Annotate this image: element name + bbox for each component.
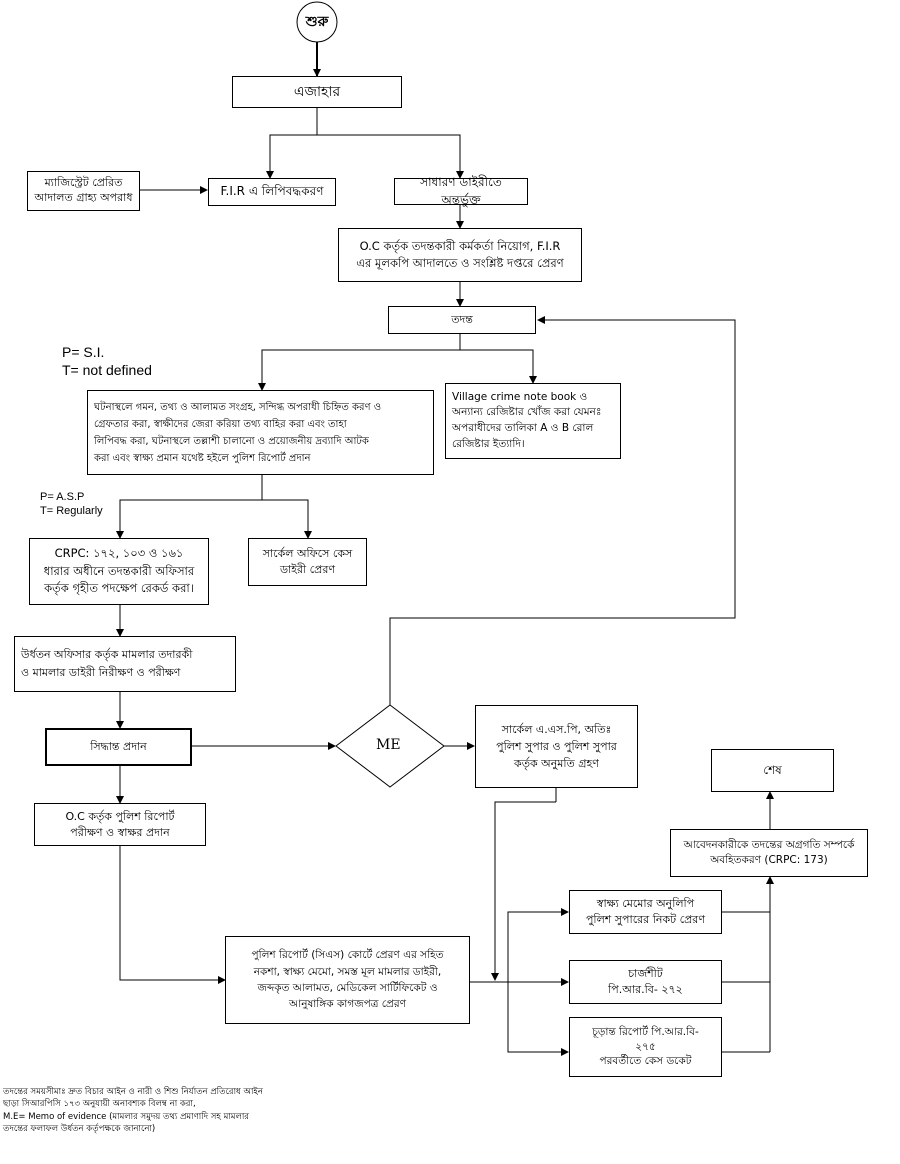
ejahar-node: এজাহার xyxy=(232,76,402,108)
footnote-line-2: ছাড়া সিআরপিসি ১৭৩ অনুযায়ী অনাবশ্যক বিল… xyxy=(3,1099,196,1110)
oc-report-node: O.C কর্তৃক পুলিশ রিপোর্ট পরীক্ষণ ও স্বাক… xyxy=(34,803,206,846)
magistrate-node: ম্যাজিস্ট্রেট প্রেরিত আদালত গ্রাহ্য অপরা… xyxy=(27,171,140,211)
footnote-line-3: M.E= Memo of evidence (মামলার সমুদয় তথ্… xyxy=(3,1111,249,1122)
investigation-node: তদন্ত xyxy=(388,306,536,334)
village-crime-node: Village crime note book ও অন্যান্য রেজিষ… xyxy=(445,383,621,459)
footnote: তদন্তের সময়সীমাঃ দ্রুত বিচার আইন ও নারী… xyxy=(3,1086,263,1135)
decision-node: সিদ্ধান্ত প্রদান xyxy=(45,728,192,766)
crpc-node: CRPC: ১৭২, ১০৩ ও ১৬১ ধারার অধীনে তদন্তকা… xyxy=(29,538,209,605)
circle-asp-node: সার্কেল এ.এস.পি, অতিঃ পুলিশ সুপার ও পুলি… xyxy=(475,705,638,788)
fir-node: F.I.R এ লিপিবদ্ধকরণ xyxy=(208,178,336,206)
oc-assign-node: O.C কর্তৃক তদন্তকারী কর্মকর্তা নিয়োগ, F… xyxy=(338,228,582,282)
superior-node: উর্ধতন অফিসার কর্তৃক মামলার তদারকী ও মাম… xyxy=(14,636,236,692)
memo-copy-node: স্বাক্ষ্য মেমোর অনুলিপি পুলিশ সুপারের নি… xyxy=(569,890,722,934)
end-node: শেষ xyxy=(711,749,834,792)
final-report-node: চূড়ান্ত রিপোর্ট পি.আর.বি- ২৭৫ পরবর্তীতে… xyxy=(569,1017,722,1077)
pt-label-si: P= S.I. T= not defined xyxy=(62,344,152,378)
me-decision: ME xyxy=(376,737,401,753)
scene-node: ঘটনাস্থলে গমন, তথ্য ও আলামত সংগ্রহ, সন্দ… xyxy=(87,390,434,475)
general-diary-node: সাধারণ ডাইরীতে অন্তর্ভুক্ত xyxy=(394,175,528,207)
footnote-line-1: তদন্তের সময়সীমাঃ দ্রুত বিচার আইন ও নারী… xyxy=(3,1087,263,1097)
chargesheet-node: চার্জশীট পি.আর.বি- ২৭২ xyxy=(569,960,722,1004)
pt-label-asp: P= A.S.P T= Regularly xyxy=(40,491,103,518)
police-report-node: পুলিশ রিপোর্ট (সিএস) কোর্টে প্রেরণ এর সহ… xyxy=(225,936,470,1024)
inform-node: আবেদনকারীকে তদন্তের অগ্রগতি সম্পর্কে অবহ… xyxy=(670,829,868,877)
footnote-line-4: তদন্তের ফলাফল উর্ধতন কর্তৃপক্ষকে জানানো) xyxy=(3,1123,156,1134)
start-node: শুরু xyxy=(305,13,329,30)
circle-office-node: সার্কেল অফিসে কেস ডাইরী প্রেরণ xyxy=(248,538,367,586)
